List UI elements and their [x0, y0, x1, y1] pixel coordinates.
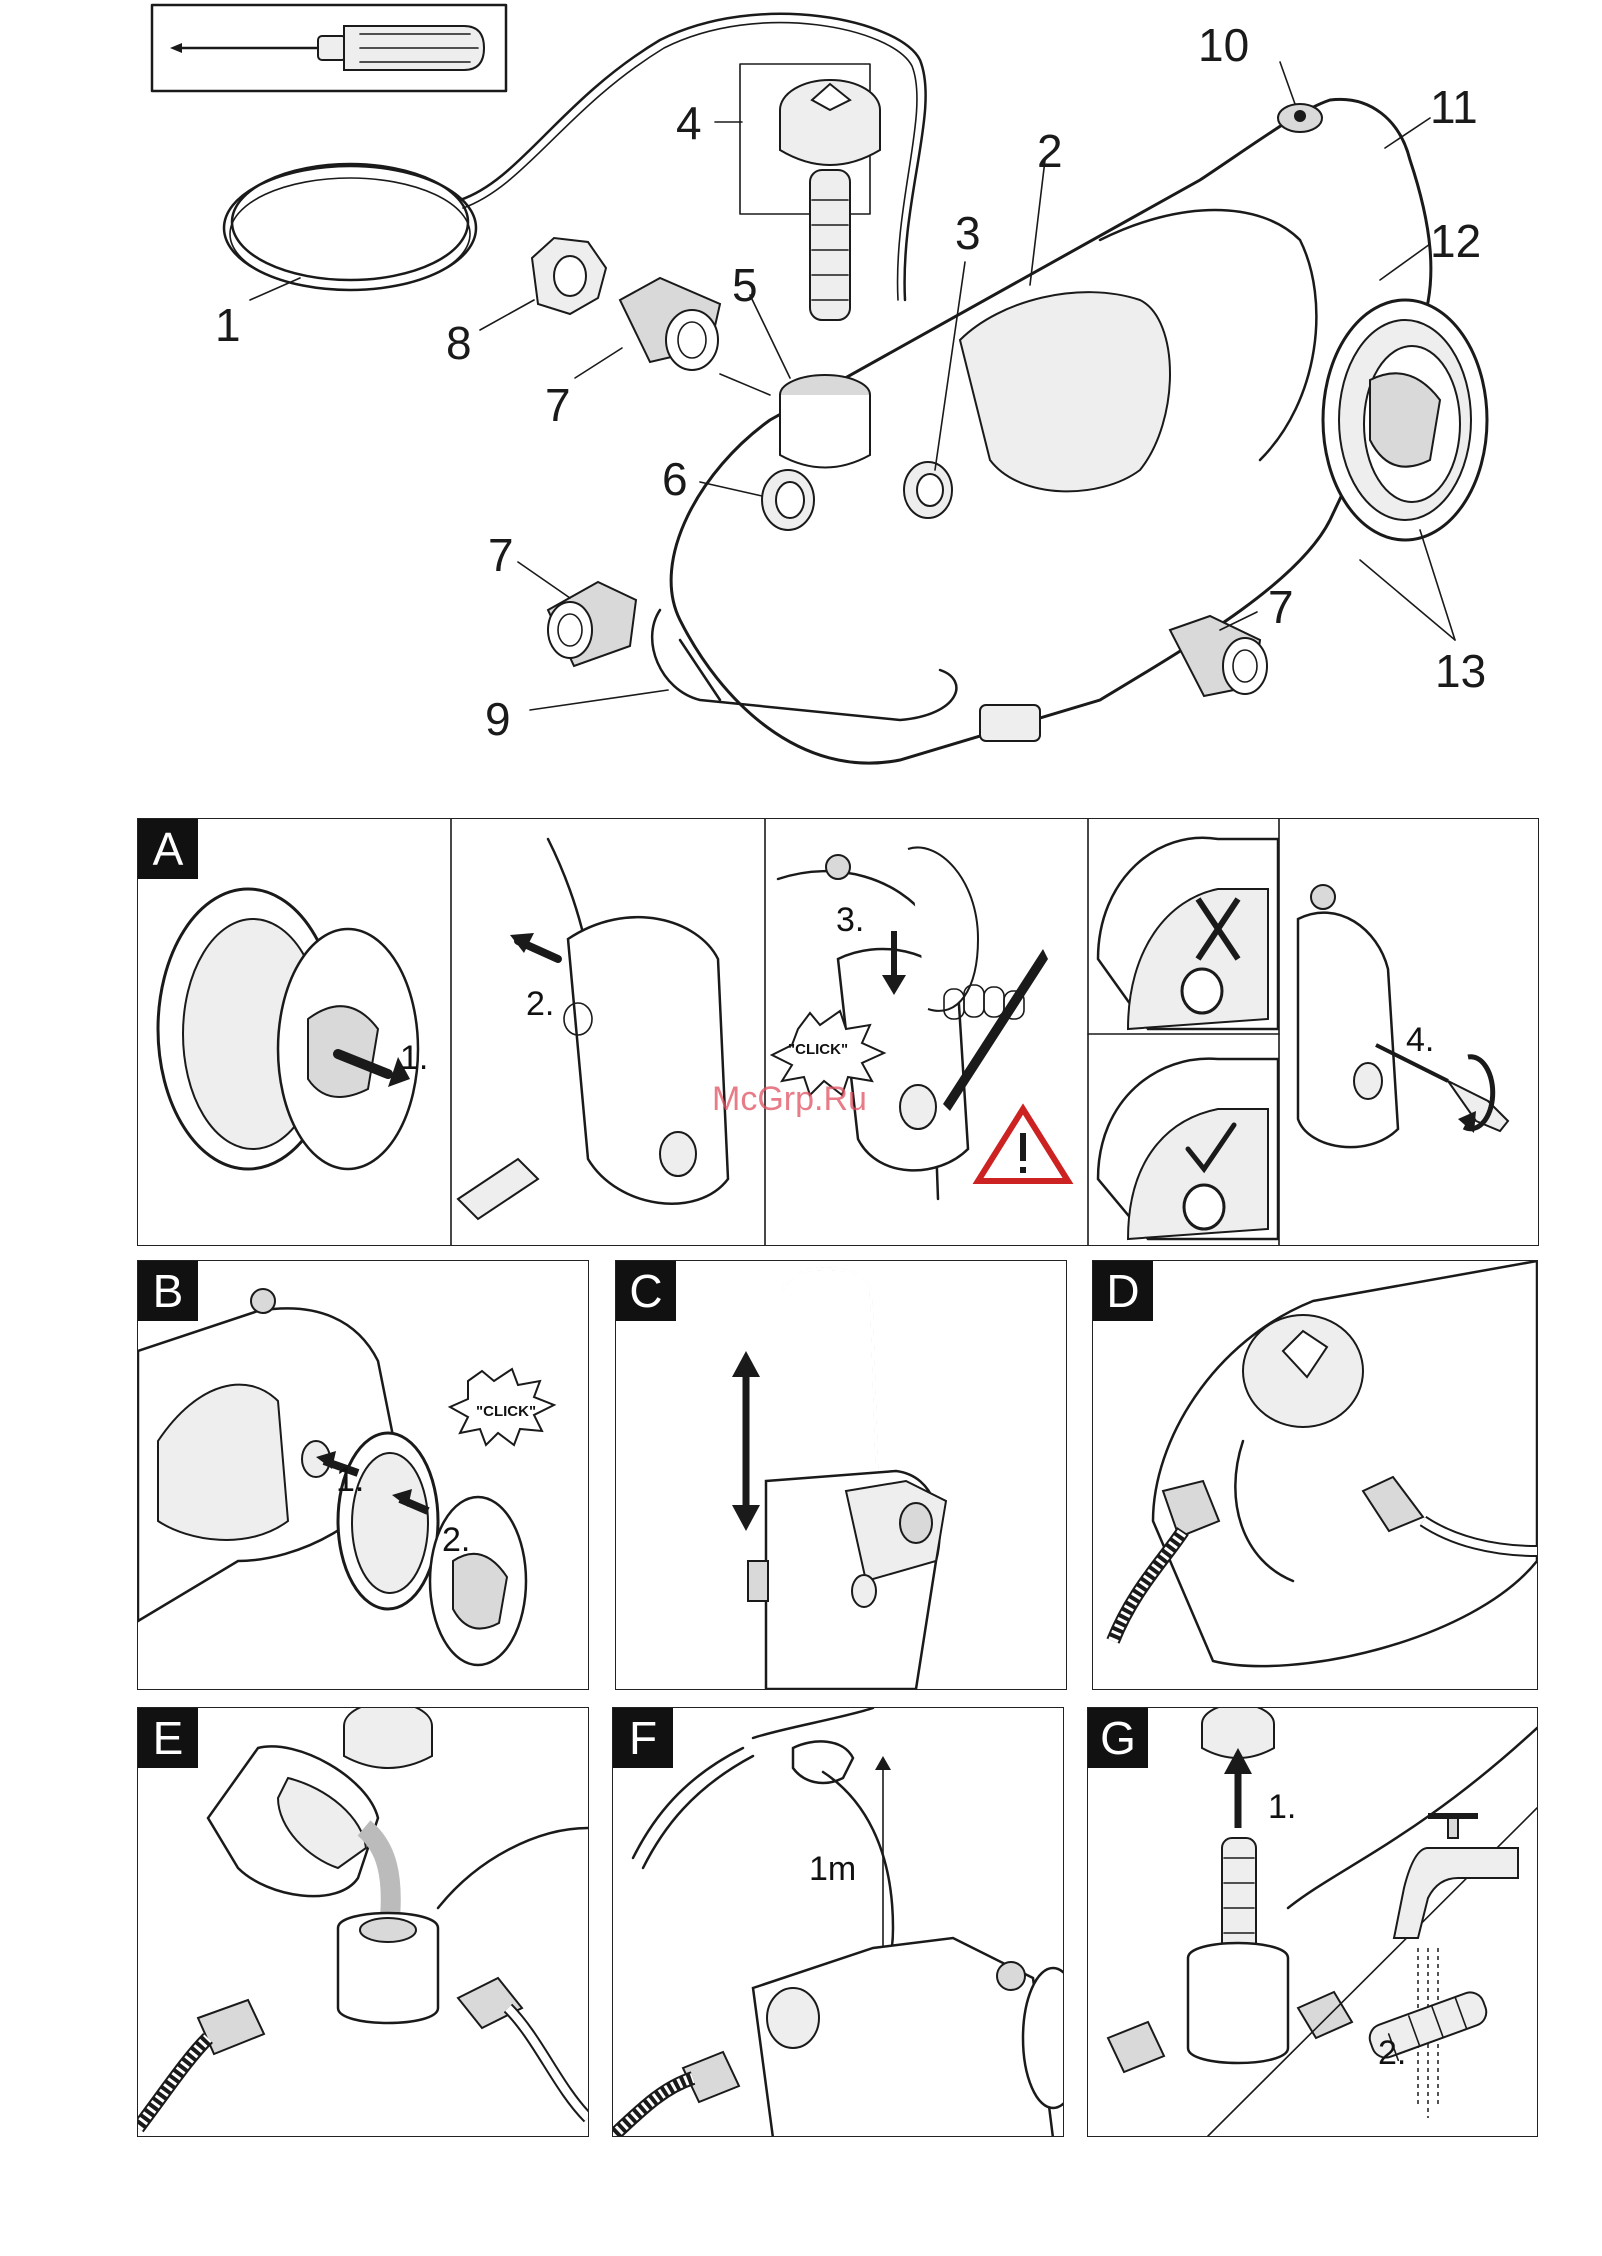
panel-b: B 1. 2. "CLICK"	[137, 1260, 589, 1690]
callout-13: 13	[1435, 648, 1486, 694]
callout-11: 11	[1430, 84, 1478, 130]
adapter-7-left	[548, 582, 636, 666]
panel-e-letter: E	[138, 1708, 198, 1768]
callout-9: 9	[485, 696, 511, 742]
water-stream	[1366, 1948, 1490, 2118]
callout-7-top: 7	[545, 382, 571, 428]
callout-4: 4	[676, 100, 702, 146]
panel-g-step-1: 1.	[1268, 1790, 1296, 1824]
panel-g-step-2: 2.	[1378, 2036, 1406, 2070]
nut-8	[532, 238, 606, 314]
panel-g-letter: G	[1088, 1708, 1148, 1768]
panel-f-distance-label: 1m	[809, 1852, 856, 1886]
callout-2: 2	[1037, 128, 1063, 174]
panel-c-letter: C	[616, 1261, 676, 1321]
callout-1: 1	[215, 302, 241, 348]
panel-a-step-2: 2.	[526, 987, 554, 1021]
panel-a-step-1: 1.	[400, 1041, 428, 1075]
callout-7-right: 7	[1268, 584, 1294, 630]
adapter-7-right	[1170, 616, 1267, 696]
cover-removal-illustration	[458, 839, 728, 1219]
priming-water-illustration	[138, 1708, 588, 2128]
panel-a: A 1. 2. 3. 4. "CLICK"	[137, 818, 1539, 1246]
wheel-removal-illustration	[158, 889, 418, 1169]
panel-d: D	[1092, 1260, 1538, 1690]
panel-a-step-3: 3.	[836, 903, 864, 937]
suction-height-illustration	[613, 1708, 1063, 2136]
callout-12: 12	[1430, 218, 1481, 264]
panel-b-click-label: "CLICK"	[476, 1403, 536, 1420]
callout-8: 8	[446, 320, 472, 366]
panel-f-letter: F	[613, 1708, 673, 1768]
panel-f: F 1m	[612, 1707, 1064, 2137]
exploded-view: 1 2 3 4 5 6 7 7 7 8 9 10 11 12 13	[0, 0, 1602, 800]
callout-6: 6	[662, 456, 688, 502]
watermark: McGrp.Ru	[712, 1080, 867, 1119]
panel-a-click-label: "CLICK"	[788, 1041, 848, 1058]
wrong-position-illustration	[1098, 838, 1278, 1029]
panel-c: C	[615, 1260, 1067, 1690]
screw-fastening-illustration	[1298, 885, 1508, 1147]
panel-e: E	[137, 1707, 589, 2137]
panel-d-letter: D	[1093, 1261, 1153, 1321]
panel-a-step-4: 4.	[1406, 1023, 1434, 1057]
panel-b-step-2: 2.	[442, 1523, 470, 1557]
adapter-7-top	[620, 278, 720, 370]
filter-cleaning-illustration	[1108, 1708, 1537, 2136]
pump-body	[652, 99, 1431, 763]
callout-10: 10	[1198, 22, 1249, 68]
panel-a-letter: A	[138, 819, 198, 879]
callout-7-left: 7	[488, 532, 514, 578]
faucet-icon	[1394, 1816, 1518, 1938]
callout-3: 3	[955, 210, 981, 256]
wheel-13	[1323, 300, 1487, 540]
filter-cap-4	[740, 64, 880, 320]
warning-triangle-icon	[978, 1109, 1068, 1181]
telescopic-handle-illustration	[732, 1269, 946, 1690]
panel-g: G 1. 2.	[1087, 1707, 1538, 2137]
hose-connection-illustration	[1113, 1261, 1537, 1666]
screwdriver-icon	[152, 5, 506, 91]
panel-b-letter: B	[138, 1261, 198, 1321]
callout-5: 5	[732, 262, 758, 308]
panel-b-step-1: 1.	[336, 1463, 364, 1497]
